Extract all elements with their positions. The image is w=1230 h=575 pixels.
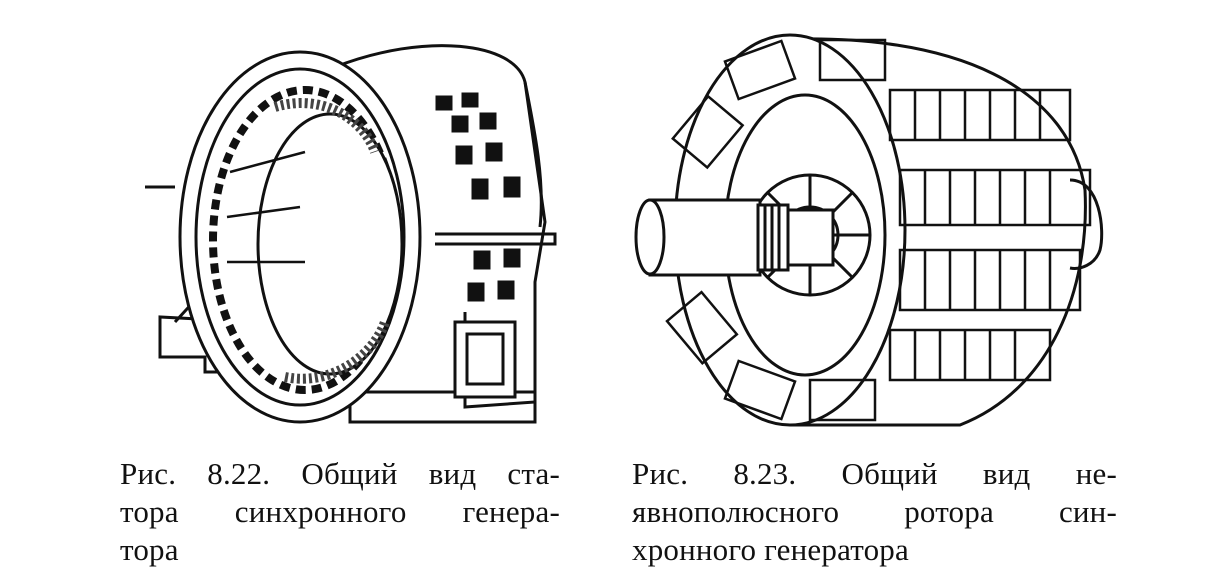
stator-figure <box>135 22 565 442</box>
stator-drawing-icon <box>145 44 557 424</box>
caption-line: тора <box>120 532 179 567</box>
rotor-drawing-icon <box>634 33 1104 427</box>
caption-line: хронного генератора <box>632 532 909 567</box>
rotor-figure <box>630 30 1130 435</box>
